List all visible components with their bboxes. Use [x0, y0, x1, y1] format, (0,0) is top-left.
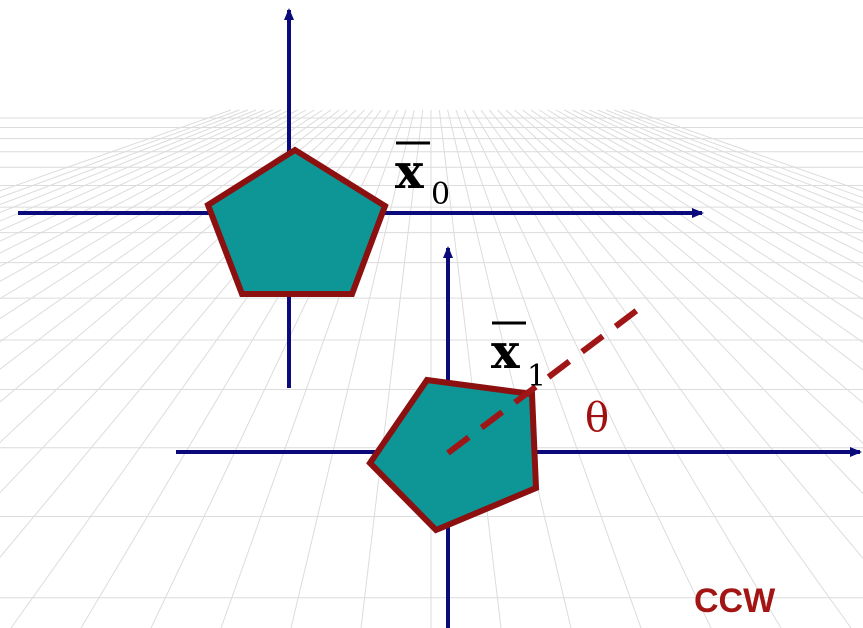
grid-line	[622, 109, 863, 199]
grid-line	[0, 109, 282, 242]
frame0-vector-letter: x	[395, 144, 424, 200]
rotation-direction-label: CCW	[694, 582, 776, 620]
perspective-grid	[0, 109, 863, 628]
grid-line	[605, 109, 863, 214]
grid-line	[480, 109, 852, 628]
grid-line	[220, 109, 407, 628]
grid-line	[0, 109, 307, 282]
grid-line	[0, 109, 273, 232]
grid-line	[472, 109, 782, 628]
frame1-vector-subscript: 1	[527, 359, 546, 394]
grid-line	[0, 109, 257, 213]
grid-line	[0, 109, 323, 320]
grid-line	[0, 109, 298, 267]
grid-line	[580, 109, 863, 243]
grid-line	[290, 109, 415, 628]
grid-line	[497, 109, 863, 495]
grid-line	[488, 109, 863, 560]
frame1-vector-label: x 1	[491, 321, 546, 394]
grid-line	[463, 109, 712, 628]
grid-line	[547, 109, 863, 300]
grid-line	[614, 109, 863, 206]
grid-line	[530, 109, 863, 344]
pentagon-rotated	[366, 376, 540, 534]
grid-line	[572, 109, 863, 255]
grid-line	[0, 109, 315, 300]
frame1-vector-letter: x	[491, 324, 520, 380]
rotation-angle-label: θ	[585, 395, 609, 441]
frame0-vector-label: x 0	[395, 141, 450, 212]
grid-line	[0, 109, 240, 198]
grid-line	[360, 109, 424, 628]
grid-line	[438, 109, 502, 628]
grid-line	[0, 109, 248, 206]
grid-line	[589, 109, 863, 232]
pentagon-original	[204, 146, 389, 297]
grid-line	[455, 109, 642, 628]
grid-line	[597, 109, 863, 222]
grid-line	[447, 109, 572, 628]
grid-line	[0, 109, 332, 343]
grid-line	[564, 109, 863, 268]
frame0-vector-subscript: 0	[431, 177, 450, 212]
grid-line	[514, 109, 863, 404]
grid-line	[505, 109, 863, 444]
grid-line	[522, 109, 863, 371]
grid-line	[555, 109, 863, 283]
grid-line	[0, 109, 265, 222]
grid-line	[539, 109, 863, 320]
grid-line	[0, 109, 290, 254]
